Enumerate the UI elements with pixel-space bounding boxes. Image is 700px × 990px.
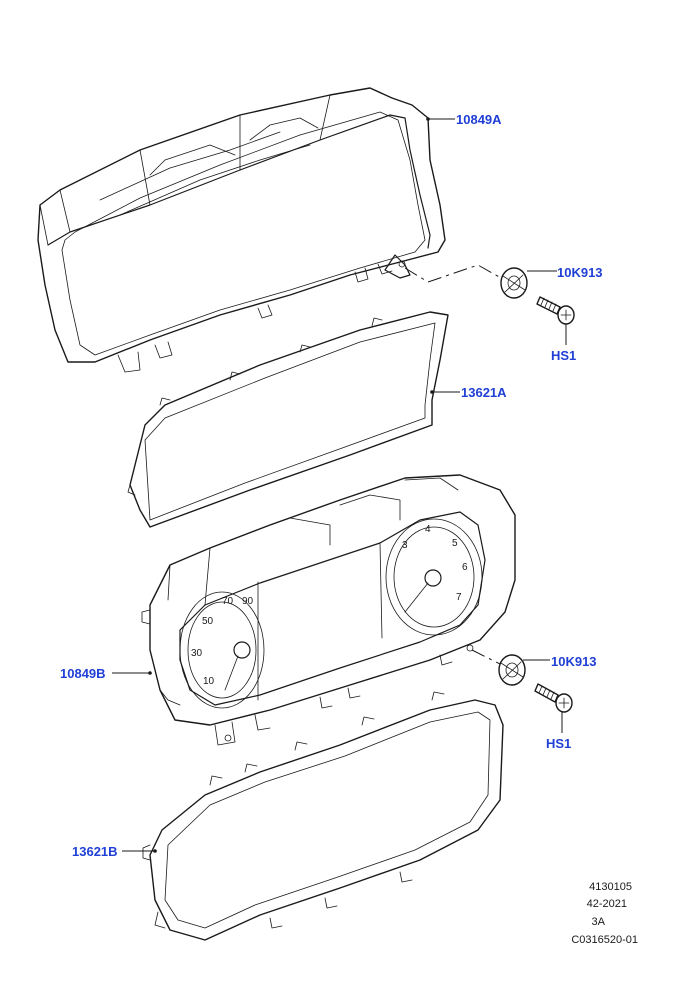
- label-HS1-upper[interactable]: HS1: [551, 348, 576, 363]
- speed-numeral-70: 70: [222, 596, 234, 607]
- tach-numeral-3: 3: [402, 540, 408, 551]
- screw-HS1-lower: [534, 683, 573, 713]
- speedometer-numerals: 10 30 50 70 90: [191, 596, 254, 687]
- tachometer-numerals: 3 4 5 6 7: [402, 524, 468, 603]
- speed-numeral-10: 10: [203, 676, 215, 687]
- instrument-cluster-lower: [141, 474, 516, 746]
- speedometer-needle: [224, 655, 239, 691]
- label-10K913-upper[interactable]: 10K913: [557, 265, 603, 280]
- label-13621B[interactable]: 13621B: [72, 844, 118, 859]
- clip-10K913-upper: [500, 267, 528, 299]
- tach-numeral-5: 5: [452, 538, 458, 549]
- reference-revision: 3A: [592, 916, 606, 928]
- tach-numeral-6: 6: [462, 562, 468, 573]
- clip-10K913-lower: [498, 654, 526, 686]
- speed-numeral-30: 30: [191, 648, 203, 659]
- speedometer-hub: [233, 641, 251, 659]
- reference-date: 42-2021: [587, 898, 627, 910]
- speed-numeral-50: 50: [202, 616, 214, 627]
- label-13621A[interactable]: 13621A: [461, 385, 507, 400]
- speedometer-dial: [179, 591, 265, 709]
- centerline-upper: [404, 264, 509, 283]
- tachometer-dial: [385, 518, 483, 636]
- drawing-reference-block: 4130105 42-2021 3A C0316520-01: [571, 881, 638, 946]
- label-10K913-lower[interactable]: 10K913: [551, 654, 597, 669]
- lens-13621B: [142, 691, 504, 941]
- label-10849B[interactable]: 10849B: [60, 666, 106, 681]
- label-10849A[interactable]: 10849A: [456, 112, 502, 127]
- screw-HS1-upper: [536, 296, 575, 325]
- tachometer-hub: [424, 569, 442, 587]
- lens-13621A: [127, 311, 449, 528]
- reference-illustration-id: C0316520-01: [571, 934, 638, 946]
- instrument-cluster-housing-upper: [37, 87, 446, 373]
- tach-numeral-7: 7: [456, 592, 462, 603]
- label-HS1-lower[interactable]: HS1: [546, 736, 571, 751]
- reference-code: 4130105: [589, 881, 632, 893]
- speed-numeral-90: 90: [242, 596, 254, 607]
- tach-numeral-4: 4: [425, 524, 431, 535]
- tachometer-needle: [404, 582, 429, 613]
